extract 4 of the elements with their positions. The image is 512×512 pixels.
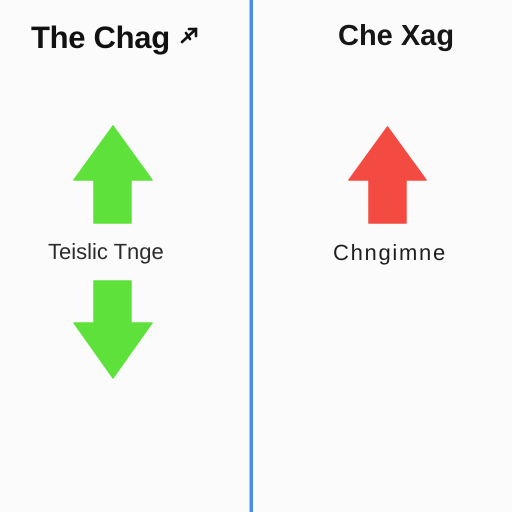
- arrow-label: Chngimne: [333, 242, 447, 264]
- column-heading: Che Xag: [338, 22, 454, 51]
- column-heading: The Chag: [31, 22, 170, 53]
- arrow-label: Teislic Tnge: [48, 241, 164, 263]
